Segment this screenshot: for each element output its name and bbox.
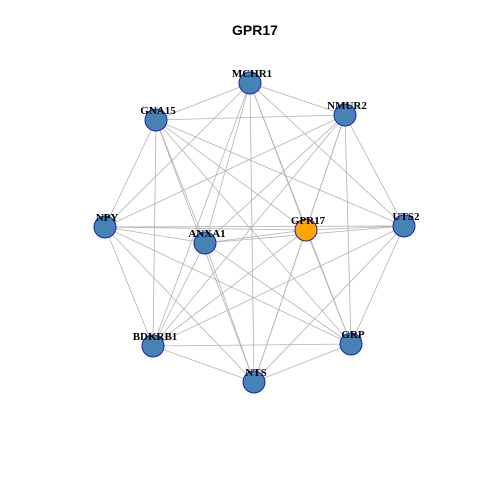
edge-mchr1-anxa1 xyxy=(204,82,251,244)
edge-uts2-bdkrb1 xyxy=(152,225,405,347)
edge-uts2-nts xyxy=(253,225,405,383)
edge-nts-bdkrb1 xyxy=(152,345,255,383)
edge-mchr1-nts xyxy=(249,82,255,383)
diagram-title: GPR17 xyxy=(232,22,278,38)
edge-nmur2-uts2 xyxy=(344,114,405,227)
edge-npy-gpr17 xyxy=(104,226,307,231)
edge-npy-gna15 xyxy=(104,119,157,228)
node-nts xyxy=(242,370,266,394)
node-nmur2 xyxy=(333,103,357,127)
edge-bdkrb1-gna15 xyxy=(152,119,157,347)
edge-gna15-gpr17 xyxy=(155,119,307,231)
node-grp xyxy=(339,332,363,356)
node-label-gna15: GNA15 xyxy=(140,105,176,117)
edge-mchr1-npy xyxy=(104,82,251,228)
node-label-nmur2: NMUR2 xyxy=(327,100,367,112)
node-gna15 xyxy=(144,108,168,132)
edge-grp-gna15 xyxy=(155,119,352,345)
edge-bdkrb1-anxa1 xyxy=(152,242,206,347)
edge-grp-nts xyxy=(253,343,352,383)
node-npy xyxy=(93,215,117,239)
node-layer xyxy=(93,71,416,394)
edge-anxa1-gpr17 xyxy=(204,229,307,244)
edge-mchr1-uts2 xyxy=(249,82,405,227)
edge-grp-gpr17 xyxy=(305,229,352,345)
edge-nmur2-bdkrb1 xyxy=(152,114,346,347)
node-mchr1 xyxy=(238,71,262,95)
edge-mchr1-gpr17 xyxy=(249,82,307,231)
edge-uts2-npy xyxy=(104,225,405,228)
node-gpr17 xyxy=(294,218,318,242)
edge-bdkrb1-npy xyxy=(104,226,154,347)
edge-uts2-gpr17 xyxy=(305,225,405,231)
node-label-bdkrb1: BDKRB1 xyxy=(133,331,178,343)
node-uts2 xyxy=(392,214,416,238)
node-anxa1 xyxy=(193,231,217,255)
edge-nts-npy xyxy=(104,226,255,383)
edge-nmur2-grp xyxy=(344,114,352,345)
edge-gna15-anxa1 xyxy=(155,119,206,244)
node-bdkrb1 xyxy=(141,334,165,358)
node-label-nts: NTS xyxy=(245,367,266,379)
edge-grp-anxa1 xyxy=(204,242,352,345)
edge-layer xyxy=(104,82,405,383)
edge-npy-anxa1 xyxy=(104,226,206,244)
edge-mchr1-gna15 xyxy=(155,82,251,121)
edge-mchr1-bdkrb1 xyxy=(152,82,251,347)
edge-nts-anxa1 xyxy=(204,242,255,383)
node-label-mchr1: MCHR1 xyxy=(232,68,272,80)
node-label-uts2: UTS2 xyxy=(393,211,420,223)
edge-nmur2-anxa1 xyxy=(204,114,346,244)
edge-uts2-gna15 xyxy=(155,119,405,227)
edge-bdkrb1-gpr17 xyxy=(152,229,307,347)
node-label-anxa1: ANXA1 xyxy=(188,228,225,240)
edge-grp-npy xyxy=(104,226,352,345)
node-label-grp: GRP xyxy=(341,329,365,341)
edge-nmur2-gna15 xyxy=(155,114,346,121)
edge-nts-gpr17 xyxy=(253,229,307,383)
edge-grp-bdkrb1 xyxy=(152,343,352,347)
node-label-gpr17: GPR17 xyxy=(291,215,326,227)
edge-nmur2-gpr17 xyxy=(305,114,346,231)
node-label-npy: NPY xyxy=(96,212,119,224)
edge-mchr1-nmur2 xyxy=(249,82,346,116)
edge-uts2-grp xyxy=(350,225,405,345)
